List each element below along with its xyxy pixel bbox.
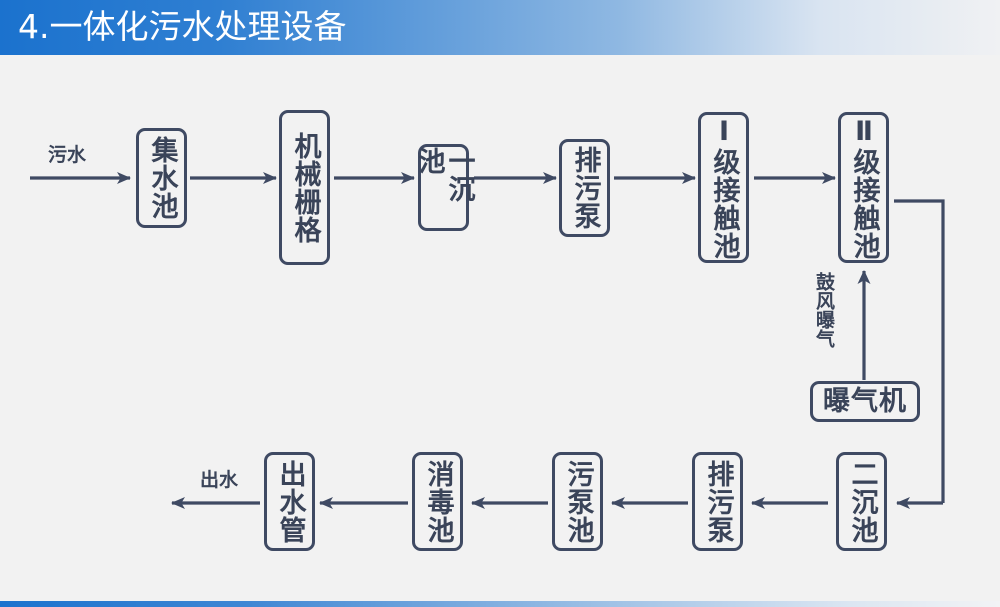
- node-effluent-pipe[interactable]: 出水管: [264, 452, 315, 551]
- node-sewage-pump-bottom[interactable]: 排污泵: [692, 452, 743, 551]
- node-aerator[interactable]: 曝气机: [810, 381, 920, 422]
- node-disinfection-tank[interactable]: 消毒池: [412, 452, 463, 551]
- node-collection-tank[interactable]: 集水池: [136, 128, 187, 228]
- node-primary-settling-tank[interactable]: 一沉池: [414, 144, 475, 231]
- connector-n6-n8-segment: [894, 199, 945, 503]
- aeration-label: 鼓风曝气: [813, 272, 835, 348]
- node-secondary-settling-tank[interactable]: 二沉池: [836, 452, 887, 551]
- node-sludge-pump-tank[interactable]: 污泵池: [552, 452, 603, 551]
- inlet-label: 污水: [48, 144, 87, 166]
- node-contact-tank-1[interactable]: Ⅰ级接触池: [698, 112, 749, 263]
- page-title: 4.一体化污水处理设备: [18, 7, 347, 46]
- header-bar: 4.一体化污水处理设备: [0, 0, 1000, 55]
- footer-bar: [0, 601, 1000, 607]
- node-mechanical-grille[interactable]: 机械栅格: [279, 110, 330, 265]
- node-sewage-pump-top[interactable]: 排污泵: [559, 139, 610, 237]
- outlet-label: 出水: [200, 469, 239, 491]
- connector-layer: [30, 172, 945, 509]
- node-contact-tank-2[interactable]: Ⅱ级接触池: [838, 112, 889, 263]
- process-flow-diagram: 污水 出水 鼓风曝气 集水池 机械栅格 一沉池 排污泵 Ⅰ级接触池 Ⅱ级接触池 …: [0, 55, 1000, 601]
